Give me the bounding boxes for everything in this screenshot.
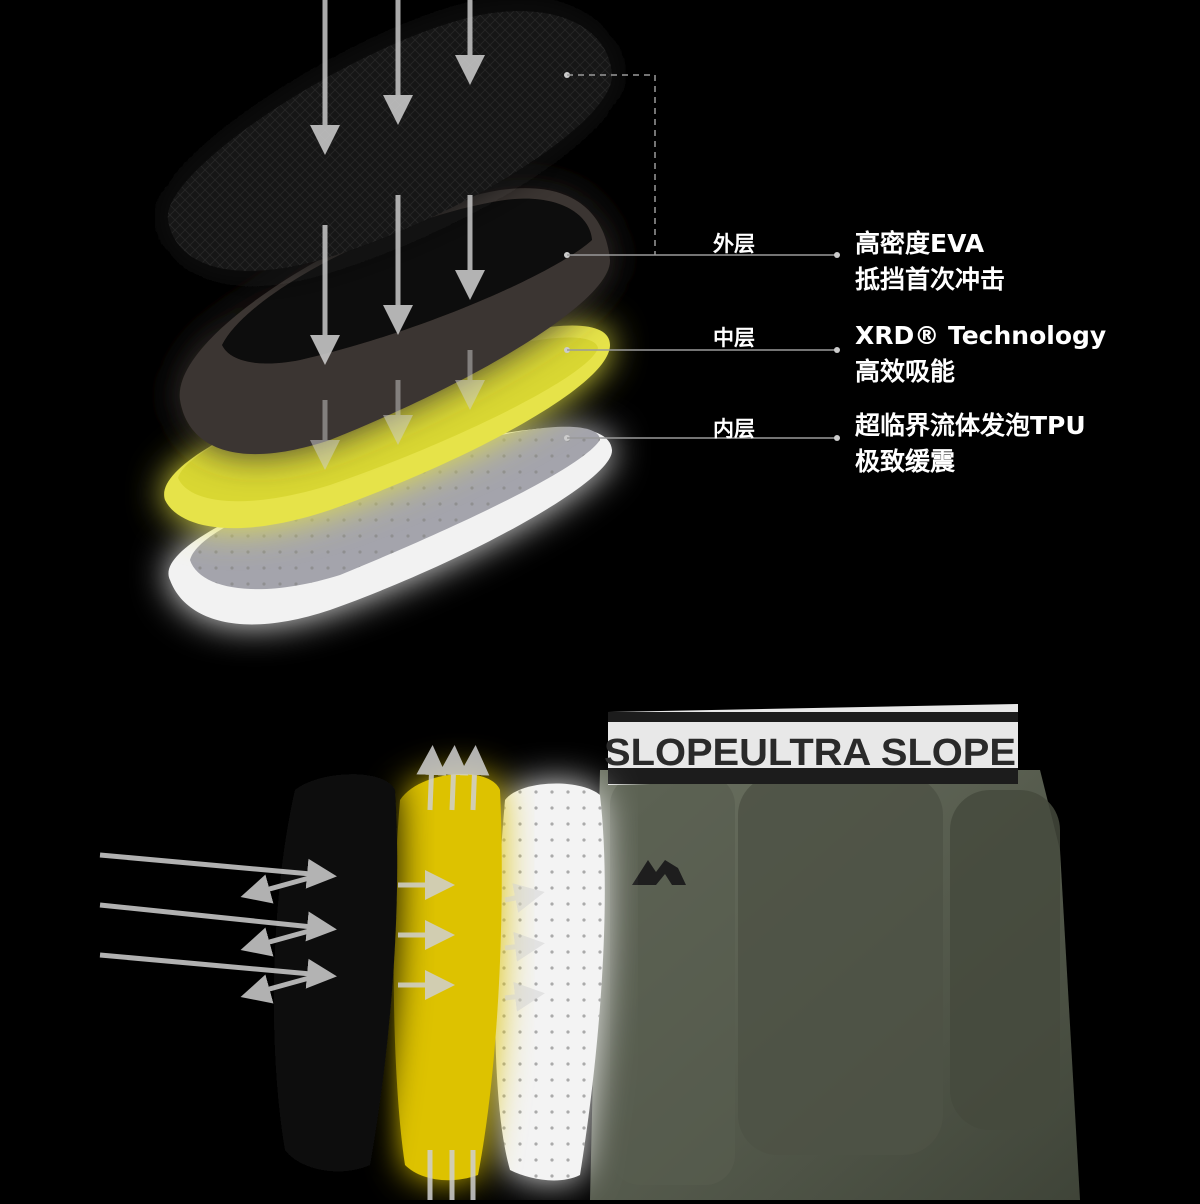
shorts-illustration [590, 770, 1080, 1200]
inner-layer-label: 内层 [713, 417, 755, 441]
waistband-text: SLOPEULTRA SLOPE [604, 732, 1016, 774]
inner-layer-material: 超临界流体发泡TPU [855, 411, 1086, 440]
tpu-layer-shape [168, 426, 613, 625]
inner-layer-benefit: 极致缓震 [855, 447, 956, 476]
side-xrd-layer [393, 773, 502, 1181]
outer-layer-label: 外层 [713, 232, 755, 256]
outer-layer-material: 高密度EVA [855, 229, 985, 258]
side-impact-arrows [99, 745, 545, 1200]
outer-layer-benefit: 抵挡首次冲击 [855, 265, 1006, 294]
side-tpu-layer [495, 783, 605, 1181]
middle-layer-label: 中层 [713, 326, 755, 350]
middle-layer-benefit: 高效吸能 [855, 357, 956, 386]
middle-layer-material: XRD® Technology [855, 321, 1107, 350]
impact-arrows-top [310, 0, 485, 470]
inner-layer-description: 超临界流体发泡TPU 极致缓震 [855, 408, 1086, 480]
outer-layer-shape [167, 11, 613, 271]
waistband [608, 704, 1018, 785]
outer-layer-description: 高密度EVA 抵挡首次冲击 [855, 226, 1005, 298]
middle-layer-description: XRD® Technology 高效吸能 [855, 318, 1106, 390]
callout-lines [564, 72, 840, 441]
